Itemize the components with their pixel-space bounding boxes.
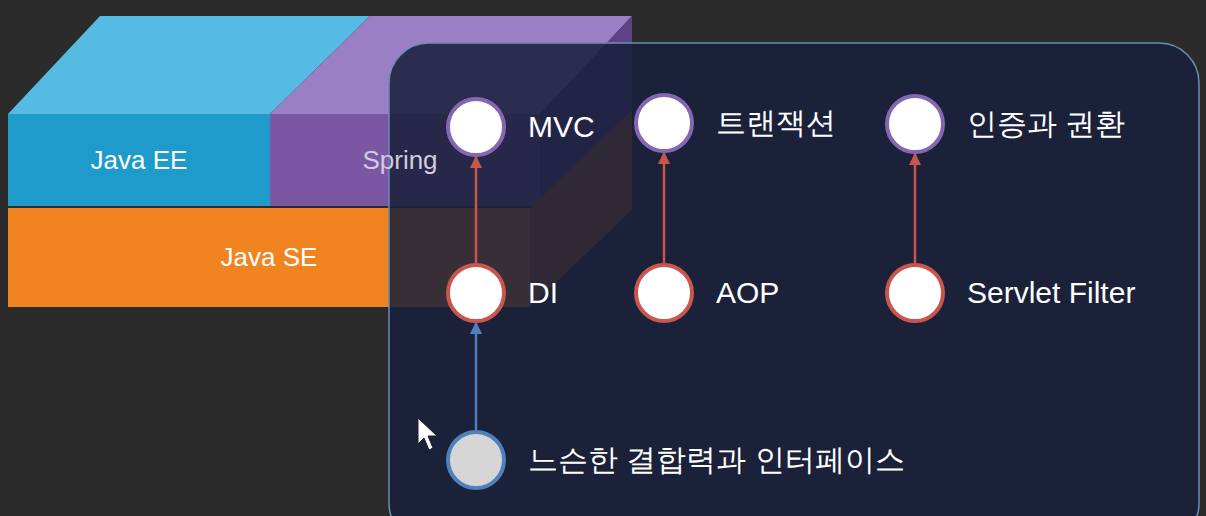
- platform-block: Java EE: [8, 114, 270, 206]
- circle-outline: [448, 99, 504, 155]
- dependency-arrow: [475, 157, 478, 263]
- circle-outline: [448, 432, 504, 488]
- mouse-cursor: [418, 418, 437, 450]
- feature-node: MVC: [445, 96, 595, 158]
- concept-node: Servlet Filter: [884, 262, 1135, 324]
- node-label: DI: [528, 276, 558, 310]
- overlay-panel: [389, 43, 1199, 516]
- block-front-face: [8, 114, 270, 206]
- node-label: MVC: [528, 110, 595, 144]
- circle-outline: [636, 265, 692, 321]
- dependency-arrow: [663, 153, 666, 263]
- node-circle: [633, 92, 695, 154]
- circle-outline: [887, 265, 943, 321]
- concept-node: AOP: [633, 262, 779, 324]
- feature-node: 인증과 권환: [884, 93, 1125, 155]
- dependency-arrow: [475, 323, 478, 430]
- feature-node: 트랜잭션: [633, 92, 836, 154]
- node-label: 인증과 권환: [967, 104, 1125, 145]
- node-circle: [445, 96, 507, 158]
- node-circle: [445, 429, 507, 491]
- foundation-node: 느슨한 결합력과 인터페이스: [445, 429, 905, 491]
- block-label: Spring: [362, 145, 437, 176]
- concept-node: DI: [445, 262, 558, 324]
- circle-outline: [636, 95, 692, 151]
- node-circle: [633, 262, 695, 324]
- block-label: Java SE: [221, 242, 318, 273]
- node-circle: [884, 93, 946, 155]
- node-label: 느슨한 결합력과 인터페이스: [528, 440, 905, 481]
- circle-outline: [448, 265, 504, 321]
- node-label: Servlet Filter: [967, 276, 1135, 310]
- dependency-arrow: [914, 154, 917, 263]
- node-label: AOP: [716, 276, 779, 310]
- block-label: Java EE: [91, 145, 188, 176]
- node-circle: [445, 262, 507, 324]
- node-circle: [884, 262, 946, 324]
- circle-outline: [887, 96, 943, 152]
- node-label: 트랜잭션: [716, 103, 836, 144]
